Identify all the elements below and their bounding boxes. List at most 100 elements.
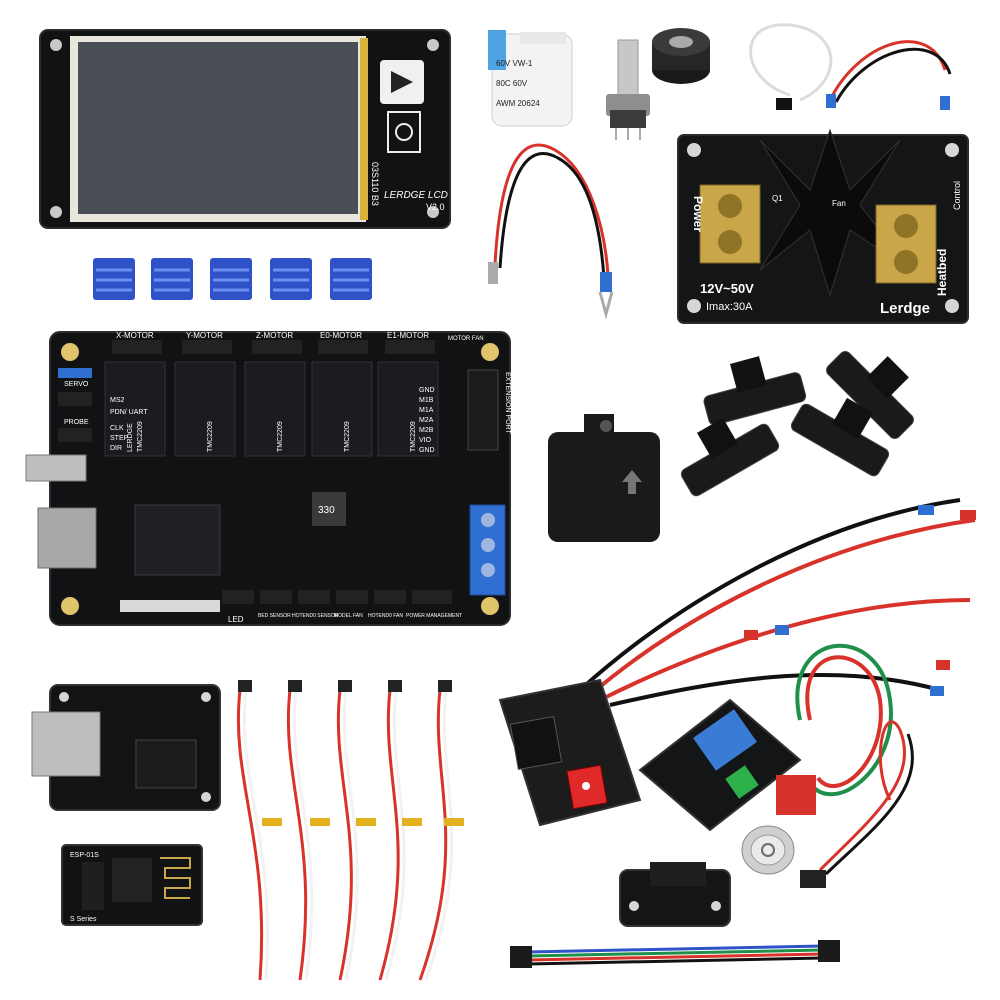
iec-inlet — [509, 715, 563, 771]
esp01s-wifi-module: ESP-01S S Series — [61, 844, 203, 926]
driver-text-z: TMC2209 — [277, 421, 284, 452]
bottom-label-hotend-sensor: HOTEND0 SENSOR — [292, 613, 339, 619]
bottom-label-power-management: POWER MANAGEMENT — [406, 613, 462, 619]
driver-text-x: TMC2209 — [137, 421, 144, 452]
inductor — [312, 492, 346, 526]
mcu-chip — [134, 504, 221, 576]
lcd-module: 03S110 B3 LERDGE LCD V2.0 — [39, 29, 451, 229]
heatsink-1 — [93, 258, 135, 300]
driver-text-y: TMC2209 — [207, 421, 214, 452]
bottom-label-bed-sensor: BED SENSOR — [258, 613, 291, 619]
mosfet-fan-text: Fan — [832, 199, 846, 208]
endstop-3 — [680, 417, 780, 497]
thin-white-cable — [749, 23, 833, 110]
filament-runout-sensor — [548, 414, 660, 542]
driver-text-e1: TMC2209 — [410, 421, 417, 452]
mosfet-control-label: Control — [952, 181, 962, 210]
bottom-label-hotend-fan: HOTEND0 FAN — [368, 613, 403, 619]
long-power-cables — [578, 498, 976, 707]
heatsink-3 — [210, 258, 252, 300]
lcd-code-text: 03S110 B3 — [370, 162, 380, 206]
motor-e0: E0-MOTOR TMC2209 — [311, 331, 373, 457]
red-black-2pin-lead — [800, 720, 914, 888]
red-black-spade-lead — [488, 143, 614, 320]
pin-label-0: GND — [419, 387, 435, 394]
motor-fan-label: MOTOR FAN — [448, 336, 484, 342]
wifi-series-label: S Series — [70, 916, 97, 923]
pin-label-7: MS2 — [110, 397, 125, 404]
driver-e1 — [377, 361, 439, 457]
endstop-1 — [703, 356, 807, 426]
mosfet-voltage-text: 12V~50V — [700, 281, 754, 296]
pin-label-column: GND M1B M1A M2A M2B VIO GND MS2 PDN/ UAR… — [110, 387, 435, 454]
heatsink-5 — [330, 258, 372, 300]
pin-label-6: GND — [419, 447, 435, 454]
motor-label-e1: E1-MOTOR — [387, 331, 429, 340]
relay-module — [638, 698, 802, 832]
optical-endstops — [680, 351, 914, 497]
mosfet-q1-text: Q1 — [772, 194, 783, 203]
motor-label-x: X-MOTOR — [116, 331, 154, 340]
lcd-version-text: V2.0 — [426, 202, 445, 212]
driver-e0 — [311, 361, 373, 457]
flex-text-3: AWM 20624 — [496, 99, 540, 108]
flat-flex-cable: 60V VW-1 80C 60V AWM 20624 — [488, 30, 573, 127]
up-arrow-icon — [622, 470, 642, 494]
bottom-label-model-fan: MODEL FAN — [334, 613, 363, 619]
pin-label-10: STEP — [110, 435, 129, 442]
antenna-trace — [160, 857, 191, 899]
usb-port — [25, 454, 87, 482]
driver-y — [174, 361, 236, 457]
mosfet-heatbed-label: Heatbed — [935, 249, 949, 296]
mosfet-brand-text: Lerdge — [880, 300, 930, 317]
knob-cap — [652, 28, 710, 84]
heatsink-2 — [151, 258, 193, 300]
wifi-module-label: ESP-01S — [70, 852, 99, 859]
pin-label-1: M1B — [419, 397, 434, 404]
relay-cube — [693, 709, 757, 771]
flex-text-2: 80C 60V — [496, 79, 528, 88]
small-adapter-board — [619, 862, 731, 927]
main-controller-board: X-MOTOR LERDGE TMC2209 Y-MOTOR TMC2209 Z… — [25, 331, 511, 626]
usb-b-port — [31, 711, 101, 777]
pin-label-5: VIO — [419, 437, 432, 444]
ac-power-socket — [498, 678, 642, 827]
metal-push-button — [741, 775, 816, 875]
driver-x — [104, 361, 166, 457]
power-icon — [761, 843, 775, 857]
red-green-loop-cable — [795, 643, 893, 797]
fan-cable-bundle — [236, 680, 464, 981]
motor-y: Y-MOTOR TMC2209 — [174, 331, 236, 457]
lcd-title-text: LERDGE LCD — [384, 190, 448, 201]
stepper-heatsinks — [93, 258, 372, 300]
bottom-label-led: LED — [228, 615, 244, 624]
motor-x: X-MOTOR LERDGE TMC2209 — [104, 331, 166, 457]
pin-label-9: CLK — [110, 425, 124, 432]
red-black-lead-top — [826, 40, 952, 110]
motor-e1: E1-MOTOR TMC2209 — [377, 331, 439, 457]
motor-label-z: Z-MOTOR — [256, 331, 293, 340]
rotary-encoder — [606, 39, 650, 140]
usb-serial-adapter — [31, 684, 221, 811]
pin-label-4: M2B — [419, 427, 434, 434]
bottom-connector-row: LED BED SENSOR HOTEND0 SENSOR MODEL FAN … — [222, 590, 462, 624]
pin-label-11: DIR — [110, 445, 122, 452]
endstop-4 — [790, 397, 890, 477]
pin-label-8: PDN/ UART — [110, 409, 148, 416]
heatsink-4 — [270, 258, 312, 300]
side-label-probe: PROBE — [64, 419, 89, 426]
pin-label-3: M2A — [419, 417, 434, 424]
four-pin-cable — [510, 940, 840, 968]
motor-label-e0: E0-MOTOR — [320, 331, 362, 340]
heatbed-mosfet-board: Power Heatbed Control 12V~50V Imax:30A L… — [677, 128, 969, 324]
driver-z — [244, 361, 306, 457]
flex-text-1: 60V VW-1 — [496, 59, 533, 68]
mosfet-power-label: Power — [691, 196, 705, 232]
pin-label-2: M1A — [419, 407, 434, 414]
driver-brand-x: LERDGE — [127, 423, 134, 452]
sd-card-slot — [37, 507, 97, 569]
driver-text-e0: TMC2209 — [344, 421, 351, 452]
side-label-servo: SERVO — [64, 381, 89, 388]
motor-label-y: Y-MOTOR — [186, 331, 223, 340]
